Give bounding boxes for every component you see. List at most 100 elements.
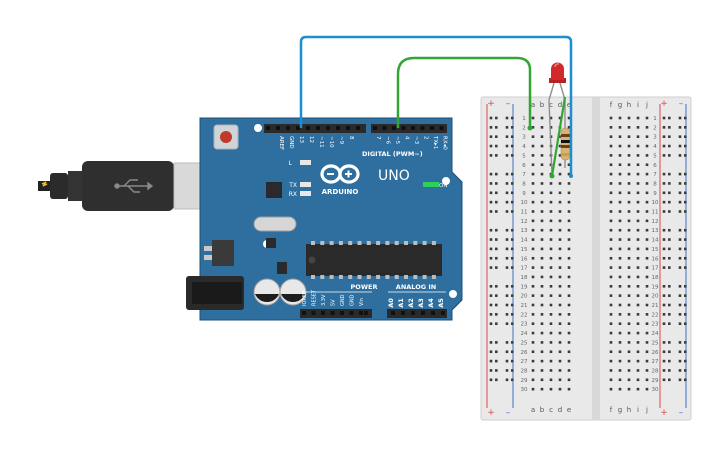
rail-hole[interactable]: [505, 294, 509, 297]
breadboard-hole[interactable]: [618, 256, 622, 260]
breadboard-hole[interactable]: [609, 116, 613, 120]
breadboard-hole[interactable]: [540, 256, 544, 260]
rail-hole[interactable]: [684, 285, 687, 288]
breadboard-hole[interactable]: [531, 182, 535, 185]
breadboard-hole[interactable]: [645, 135, 649, 138]
breadboard-hole[interactable]: [549, 341, 553, 344]
breadboard-hole[interactable]: [609, 359, 613, 363]
rail-hole[interactable]: [495, 126, 498, 129]
breadboard-hole[interactable]: [558, 322, 562, 325]
power-jack[interactable]: [186, 276, 244, 310]
breadboard-hole[interactable]: [618, 322, 622, 325]
breadboard-hole[interactable]: [540, 359, 544, 363]
breadboard-hole[interactable]: [531, 322, 535, 325]
rail-hole[interactable]: [489, 135, 493, 138]
breadboard-hole[interactable]: [627, 369, 631, 372]
rail-hole[interactable]: [662, 172, 666, 176]
breadboard-hole[interactable]: [567, 238, 571, 241]
breadboard-hole[interactable]: [540, 144, 544, 148]
rail-hole[interactable]: [489, 322, 493, 325]
breadboard-hole[interactable]: [531, 172, 535, 176]
breadboard-hole[interactable]: [540, 322, 544, 325]
breadboard-hole[interactable]: [549, 331, 553, 335]
rail-hole[interactable]: [684, 322, 687, 325]
breadboard-hole[interactable]: [609, 294, 613, 297]
rail-hole[interactable]: [489, 154, 493, 157]
breadboard-hole[interactable]: [540, 116, 544, 120]
rail-hole[interactable]: [684, 247, 687, 251]
rail-hole[interactable]: [684, 210, 687, 213]
breadboard-hole[interactable]: [558, 247, 562, 251]
rail-hole[interactable]: [684, 378, 687, 382]
rail-hole[interactable]: [511, 172, 514, 176]
rail-hole[interactable]: [489, 191, 493, 195]
header-pin-hole[interactable]: [382, 126, 387, 130]
rail-hole[interactable]: [684, 238, 687, 241]
breadboard-hole[interactable]: [627, 247, 631, 251]
rail-hole[interactable]: [662, 350, 666, 354]
breadboard-hole[interactable]: [645, 219, 649, 223]
breadboard-hole[interactable]: [627, 313, 631, 316]
breadboard-hole[interactable]: [609, 350, 613, 354]
breadboard-hole[interactable]: [645, 182, 649, 185]
breadboard-hole[interactable]: [645, 163, 649, 167]
breadboard-hole[interactable]: [558, 285, 562, 288]
header-pin-hole[interactable]: [266, 126, 270, 130]
breadboard-hole[interactable]: [540, 163, 544, 167]
header-pin-hole[interactable]: [401, 311, 405, 315]
breadboard-hole[interactable]: [645, 172, 649, 176]
rail-hole[interactable]: [678, 135, 682, 138]
breadboard-hole[interactable]: [540, 200, 544, 204]
breadboard-hole[interactable]: [627, 154, 631, 157]
breadboard-hole[interactable]: [531, 331, 535, 335]
breadboard-hole[interactable]: [636, 191, 640, 195]
breadboard-hole[interactable]: [567, 126, 571, 129]
rail-hole[interactable]: [511, 238, 514, 241]
breadboard-hole[interactable]: [636, 266, 640, 269]
rail-hole[interactable]: [511, 154, 514, 157]
rail-hole[interactable]: [684, 303, 687, 307]
resistor-icon[interactable]: [560, 116, 571, 168]
breadboard-hole[interactable]: [645, 378, 649, 382]
breadboard-hole[interactable]: [531, 116, 535, 120]
breadboard-hole[interactable]: [567, 182, 571, 185]
rail-hole[interactable]: [678, 341, 682, 344]
rail-hole[interactable]: [505, 285, 509, 288]
breadboard-hole[interactable]: [531, 144, 535, 148]
breadboard-hole[interactable]: [531, 369, 535, 372]
breadboard-hole[interactable]: [558, 182, 562, 185]
rail-hole[interactable]: [511, 378, 514, 382]
breadboard-hole[interactable]: [627, 266, 631, 269]
breadboard-hole[interactable]: [609, 322, 613, 325]
breadboard-hole[interactable]: [627, 331, 631, 335]
breadboard-hole[interactable]: [540, 247, 544, 251]
rail-hole[interactable]: [495, 200, 498, 204]
breadboard-hole[interactable]: [531, 285, 535, 288]
breadboard-hole[interactable]: [627, 378, 631, 382]
rail-hole[interactable]: [662, 116, 666, 120]
breadboard-hole[interactable]: [558, 313, 562, 316]
rail-hole[interactable]: [505, 116, 509, 120]
header-pin-hole[interactable]: [441, 311, 445, 315]
rail-hole[interactable]: [495, 154, 498, 157]
rail-hole[interactable]: [505, 350, 509, 354]
breadboard-hole[interactable]: [531, 163, 535, 167]
rail-hole[interactable]: [662, 378, 666, 382]
breadboard-hole[interactable]: [567, 285, 571, 288]
breadboard-hole[interactable]: [558, 387, 562, 391]
reset-button[interactable]: [213, 124, 239, 150]
header-pin-hole[interactable]: [373, 126, 377, 130]
breadboard-hole[interactable]: [531, 294, 535, 297]
rail-hole[interactable]: [489, 116, 493, 120]
rail-hole[interactable]: [668, 294, 671, 297]
breadboard-hole[interactable]: [567, 350, 571, 354]
header-pin-hole[interactable]: [330, 311, 335, 315]
rail-hole[interactable]: [505, 359, 509, 363]
header-pin-hole[interactable]: [430, 126, 434, 130]
breadboard-hole[interactable]: [540, 387, 544, 391]
rail-hole[interactable]: [662, 210, 666, 213]
breadboard-hole[interactable]: [549, 285, 553, 288]
breadboard-hole[interactable]: [558, 294, 562, 297]
breadboard-hole[interactable]: [540, 313, 544, 316]
breadboard-hole[interactable]: [618, 331, 622, 335]
